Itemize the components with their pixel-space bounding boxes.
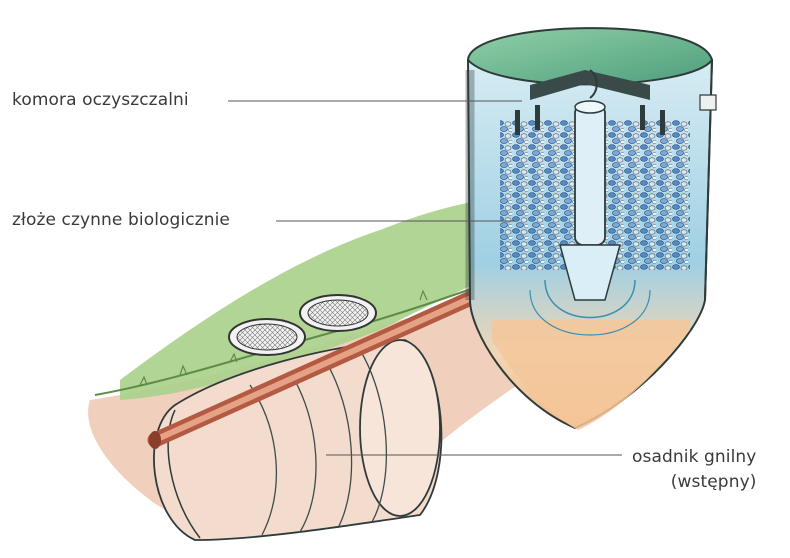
settling-funnel <box>559 244 621 301</box>
treatment-chamber <box>465 27 717 430</box>
chamber-cone <box>492 320 690 430</box>
septic-tank <box>153 339 443 541</box>
label-treatment-chamber: komora oczyszczalni <box>12 90 189 110</box>
center-column <box>574 104 606 246</box>
manhole-right <box>299 294 377 332</box>
pipe-inlet-end <box>149 431 161 449</box>
manhole-left <box>228 318 306 356</box>
chamber-roof <box>466 27 714 86</box>
label-biological-filter-bed: złoże czynne biologicznie <box>12 210 230 230</box>
label-septic-tank: osadnik gnilny (wstępny) <box>632 445 756 495</box>
center-column-hook <box>589 69 598 99</box>
chamber-top-frame <box>530 70 650 100</box>
label-septic-tank-line1: osadnik gnilny <box>632 447 757 467</box>
label-septic-tank-line2: (wstępny) <box>670 472 757 492</box>
